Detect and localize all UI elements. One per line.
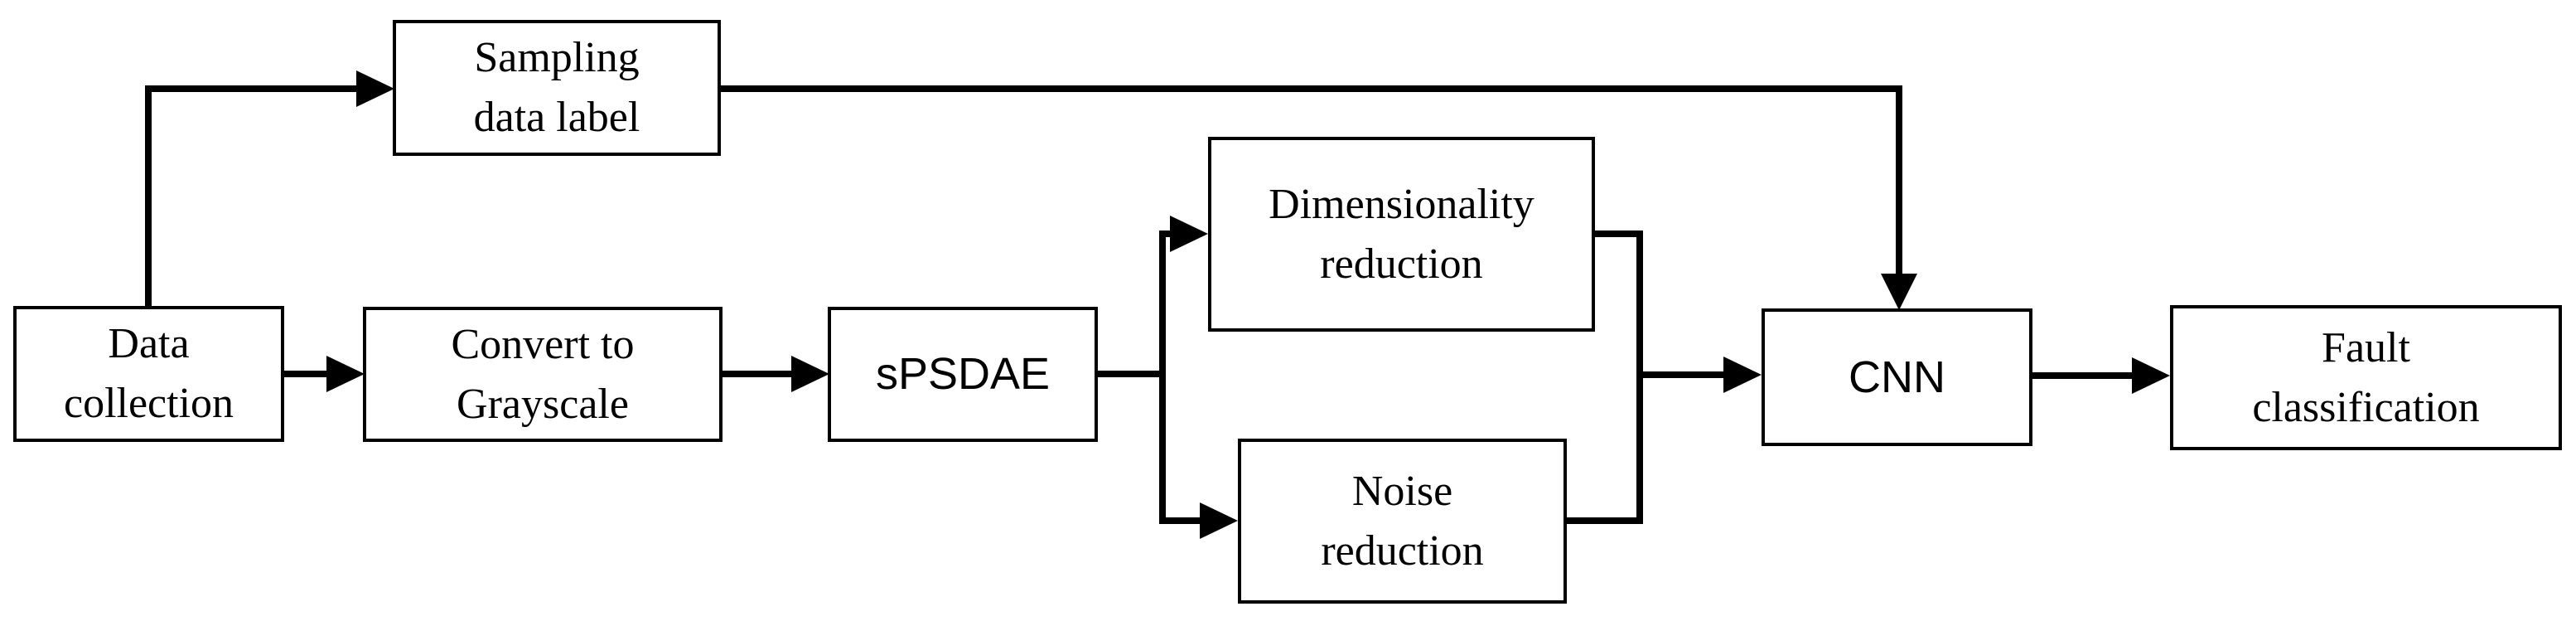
arrowhead-down-icon — [1881, 274, 1917, 310]
node-noise-reduction: Noise reduction — [1238, 439, 1567, 604]
arrowhead-right-icon — [1723, 357, 1762, 393]
node-dimensionality-reduction: Dimensionality reduction — [1208, 137, 1595, 332]
arrowhead-right-icon — [1170, 216, 1208, 252]
edge-convert-to-grayscale-to-spsdae — [719, 356, 829, 392]
node-cnn: CNN — [1762, 308, 2032, 446]
edge-data-collection-to-sampling-data-label — [145, 70, 394, 311]
edge-sampling-data-label-to-cnn — [718, 85, 1917, 310]
edge-spsdae-split — [1095, 216, 1238, 539]
node-fault-classification: Fault classification — [2170, 305, 2562, 450]
node-convert-to-grayscale: Convert to Grayscale — [363, 307, 723, 442]
arrowhead-right-icon — [791, 356, 829, 392]
arrowhead-right-icon — [1200, 502, 1238, 539]
edge-data-collection-to-convert-to-grayscale — [281, 356, 365, 392]
node-data-collection: Data collection — [13, 306, 284, 442]
edge-cnn-to-fault-classification — [2029, 357, 2170, 394]
node-sampling-data-label: Sampling data label — [393, 20, 721, 156]
edge-merge-to-cnn — [1563, 231, 1762, 524]
node-spsdae: sPSDAE — [828, 307, 1098, 442]
arrowhead-right-icon — [326, 356, 365, 392]
arrowhead-right-icon — [356, 70, 394, 107]
arrowhead-right-icon — [2132, 357, 2170, 394]
